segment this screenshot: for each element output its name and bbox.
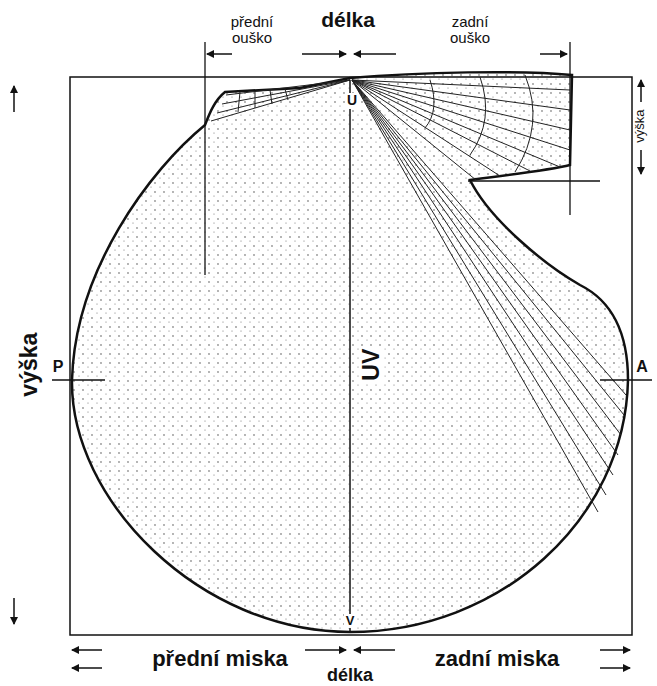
measurement-label: U — [345, 93, 359, 108]
measurement-label: P — [53, 358, 64, 376]
tick-mark — [600, 379, 652, 381]
measurement-label: V — [344, 614, 357, 628]
uv-axis — [349, 80, 351, 632]
shell-ribs — [352, 80, 626, 512]
measurement-label: výška — [634, 109, 648, 142]
measurement-label: délka — [321, 8, 375, 31]
measurement-label: přední miska — [152, 647, 288, 671]
shell-outline — [72, 72, 628, 632]
tick-mark — [52, 379, 105, 381]
measurement-label: výška — [17, 333, 42, 397]
measurement-label: zadní miska — [435, 647, 560, 671]
measurement-label: A — [636, 358, 648, 376]
leader-lines — [205, 42, 600, 275]
measurement-label: zadní ouško — [435, 14, 505, 47]
measurement-label: délka — [327, 666, 373, 686]
dimension-arrows — [14, 54, 641, 668]
measurement-label: přední ouško — [217, 14, 287, 47]
measurement-label: UV — [359, 347, 384, 383]
